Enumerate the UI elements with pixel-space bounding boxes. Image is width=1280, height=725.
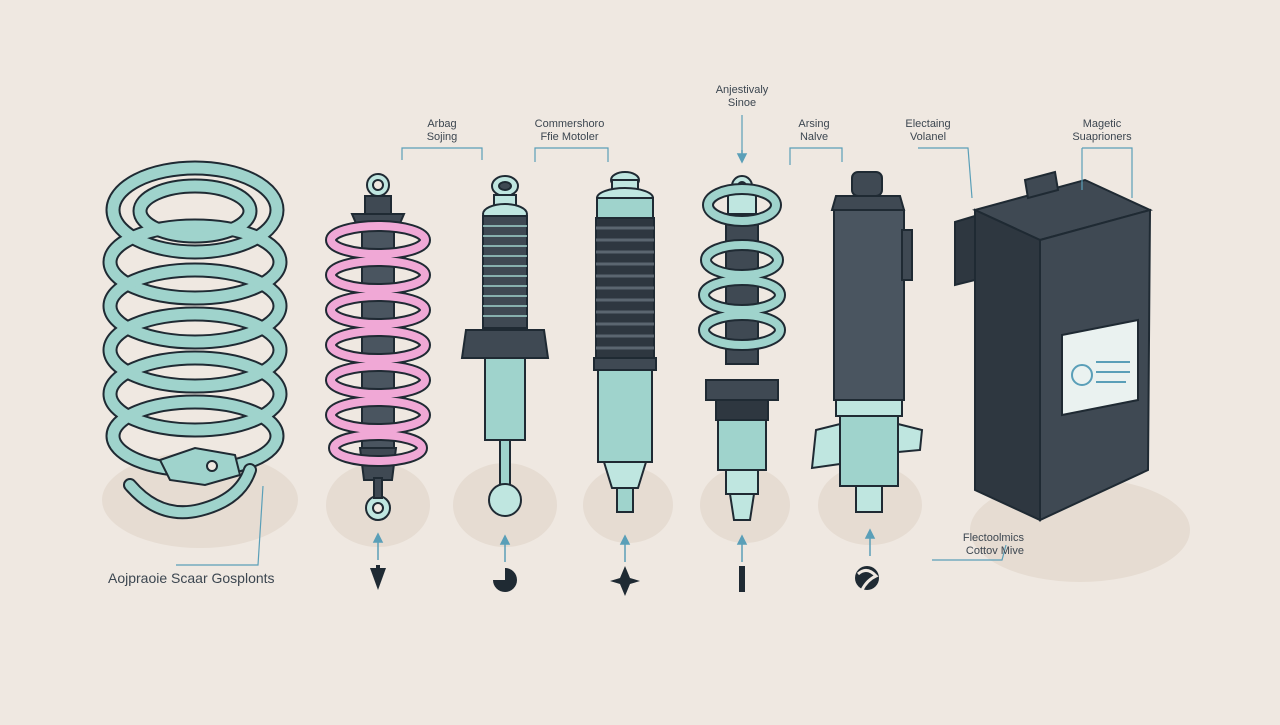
label-magnetic-line2: Suaprioners	[1072, 131, 1132, 143]
label-coil-text: Aojpraoie Scaar Gosplonts	[108, 570, 275, 586]
label-electric-line1: Electaing	[905, 118, 951, 130]
bar-icon	[739, 566, 745, 592]
star-icon	[610, 566, 640, 596]
label-coil: Aojpraoie Scaar Gosplonts	[108, 570, 275, 586]
label-airbag-line1: Arbag	[427, 118, 457, 130]
label-magnetic-line1: Magetic	[1082, 118, 1122, 130]
coil-spring	[102, 160, 288, 520]
label-airbag-line2: Sojing	[426, 131, 458, 143]
label-control-line2: Cottov Mive	[965, 545, 1024, 557]
up-arrows	[372, 150, 876, 562]
label-electric: Electaing Volanel	[890, 118, 966, 144]
down-arrow-icon	[370, 565, 386, 590]
leader-lines	[176, 115, 1133, 566]
label-valve-line2: Nalve	[799, 131, 829, 143]
label-electric-line2: Volanel	[909, 131, 947, 143]
airbag-pink-coil	[325, 220, 431, 467]
electric-actuator	[810, 171, 924, 513]
bellows-strut	[593, 171, 657, 513]
label-control: Flectoolmics Cottov Mive	[930, 532, 1024, 558]
label-airbag: Arbag Sojing	[402, 118, 482, 144]
pacman-icon	[493, 568, 517, 592]
label-adjustable-line2: Sinoe	[727, 97, 757, 109]
magnetic-control-box	[954, 170, 1153, 522]
compressor-shock	[460, 175, 550, 517]
label-compressor-line2: Ffie Motoler	[540, 131, 599, 143]
label-magnetic: Magetic Suaprioners	[1052, 118, 1152, 144]
label-valve-line1: Arsing	[798, 118, 830, 130]
label-adjustable: Anjestivaly Sinoe	[696, 84, 788, 110]
swirl-icon	[855, 566, 879, 591]
label-valve: Arsing Nalve	[782, 118, 846, 144]
label-control-line1: Flectoolmics	[962, 532, 1024, 544]
adjustable-teal-rings	[698, 183, 786, 351]
label-compressor-line1: Commershoro	[534, 118, 605, 130]
label-compressor: Commershoro Ffie Motoler	[522, 118, 617, 144]
label-adjustable-line1: Anjestivaly	[715, 84, 769, 96]
